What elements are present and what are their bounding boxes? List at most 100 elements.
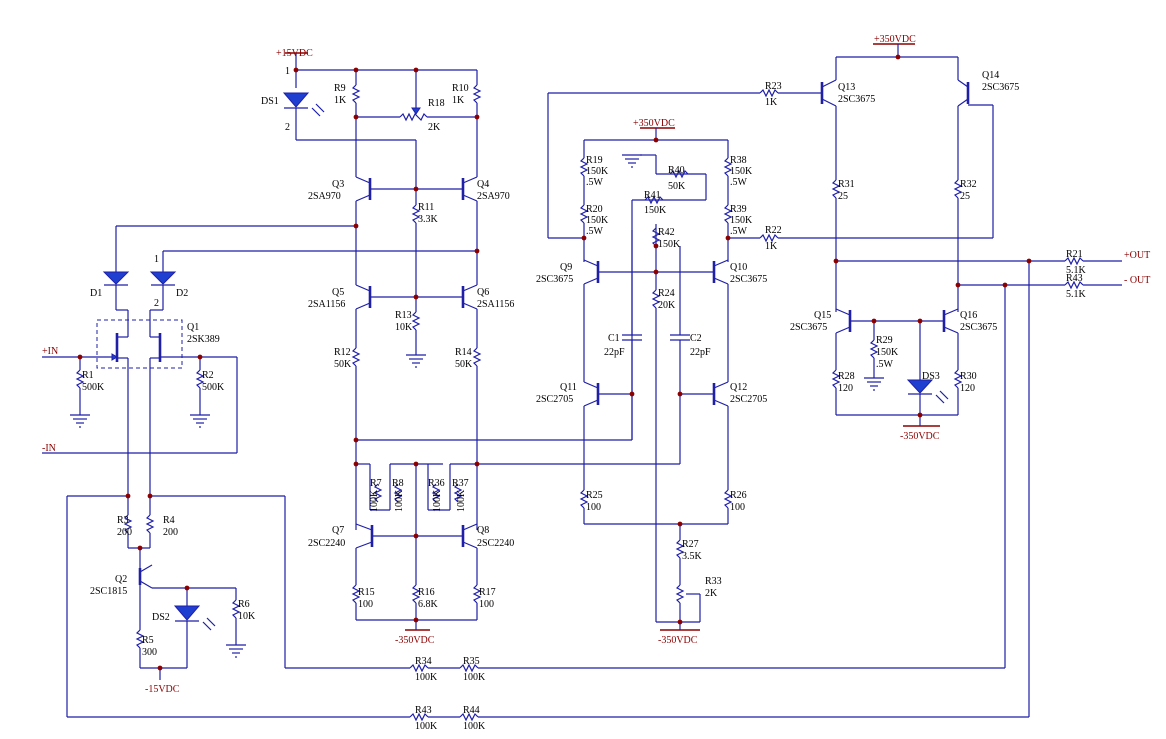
part-label: 100K xyxy=(369,489,380,512)
part-label: 150K xyxy=(876,347,899,358)
part-label: R43 xyxy=(415,705,432,716)
part-label: R35 xyxy=(463,656,480,667)
part-label: 20K xyxy=(658,300,676,311)
pin-label: 2 xyxy=(285,122,290,133)
part-label: Q9 xyxy=(560,262,572,273)
led-ds3-icon xyxy=(906,379,949,404)
part-label: 2SC2705 xyxy=(536,394,573,405)
rail-label: -15VDC xyxy=(145,684,180,695)
part-label: R11 xyxy=(418,202,434,213)
pin-label: 1 xyxy=(285,66,290,77)
second-stage xyxy=(282,52,680,631)
part-label: Q5 xyxy=(332,287,344,298)
rail-label: -350VDC xyxy=(658,635,698,646)
part-label: R12 xyxy=(334,347,351,358)
part-label: 150K xyxy=(644,205,667,216)
ground-icon xyxy=(226,644,246,658)
rail-label: +350VDC xyxy=(874,34,916,45)
part-label: C1 xyxy=(608,333,620,344)
part-label: 50K xyxy=(668,181,686,192)
part-label: 1K xyxy=(765,241,778,252)
part-label: 1K xyxy=(452,95,465,106)
part-label: 5.1K xyxy=(1066,289,1087,300)
part-label: 5.1K xyxy=(1066,265,1087,276)
part-label: DS2 xyxy=(152,612,170,623)
part-label: R10 xyxy=(452,83,469,94)
part-label: 100K xyxy=(394,489,405,512)
part-label: R14 xyxy=(455,347,472,358)
part-label: 300 xyxy=(142,647,157,658)
rail-label: +15VDC xyxy=(276,48,313,59)
part-label: 100K xyxy=(463,672,486,683)
part-label: 50K xyxy=(334,359,352,370)
part-label: R7 xyxy=(370,478,382,489)
ground-icon xyxy=(622,154,642,168)
part-label: .5W xyxy=(586,226,604,237)
pin-label: 1 xyxy=(154,254,159,265)
part-label: DS3 xyxy=(922,371,940,382)
labels: +15VDC -15VDC +350VDC +350VDC -350VDC -3… xyxy=(42,34,1150,732)
part-label: 100 xyxy=(586,502,601,513)
rail-label: -350VDC xyxy=(395,635,435,646)
part-label: 2SC3675 xyxy=(960,322,997,333)
part-label: R6 xyxy=(238,599,250,610)
part-label: 25 xyxy=(960,191,970,202)
part-label: R29 xyxy=(876,335,893,346)
part-label: 100 xyxy=(730,502,745,513)
vas-stage xyxy=(547,88,994,631)
led-ds1-icon xyxy=(282,92,325,117)
part-label: DS1 xyxy=(261,96,279,107)
part-label: Q10 xyxy=(730,262,747,273)
part-label: 150K xyxy=(586,166,609,177)
part-label: Q15 xyxy=(814,310,831,321)
part-label: R44 xyxy=(463,705,480,716)
part-label: R42 xyxy=(658,227,675,238)
part-label: 10K xyxy=(238,611,256,622)
part-label: 2SK389 xyxy=(187,334,220,345)
part-label: Q16 xyxy=(960,310,977,321)
part-label: 500K xyxy=(82,382,105,393)
part-label: Q14 xyxy=(982,70,999,81)
part-label: 100 xyxy=(479,599,494,610)
part-label: 120 xyxy=(960,383,975,394)
part-label: 2K xyxy=(705,588,718,599)
part-label: R21 xyxy=(1066,249,1083,260)
part-label: .5W xyxy=(586,177,604,188)
part-label: Q12 xyxy=(730,382,747,393)
part-label: Q8 xyxy=(477,525,489,536)
io-label: - OUT xyxy=(1124,275,1150,286)
part-label: Q13 xyxy=(838,82,855,93)
part-label: 2SC3675 xyxy=(730,274,767,285)
part-label: 150K xyxy=(658,239,681,250)
part-label: R19 xyxy=(586,155,603,166)
part-label: 1K xyxy=(765,97,778,108)
part-label: R17 xyxy=(479,587,496,598)
part-label: R15 xyxy=(358,587,375,598)
part-label: .5W xyxy=(876,359,894,370)
led-ds2-icon xyxy=(173,605,216,631)
part-label: 50K xyxy=(455,359,473,370)
part-label: R25 xyxy=(586,490,603,501)
q1-package xyxy=(96,319,183,369)
part-label: 100 xyxy=(358,599,373,610)
rail-label: -350VDC xyxy=(900,431,940,442)
ground-icon xyxy=(406,354,426,368)
part-label: C2 xyxy=(690,333,702,344)
part-label: 22pF xyxy=(604,347,625,358)
part-label: R32 xyxy=(960,179,977,190)
part-label: R36 xyxy=(428,478,445,489)
output-stage xyxy=(820,43,1122,717)
part-label: R22 xyxy=(765,225,782,236)
part-label: 1K xyxy=(334,95,347,106)
diode-d2-icon xyxy=(149,271,177,286)
part-label: Q6 xyxy=(477,287,489,298)
part-label: R33 xyxy=(705,576,722,587)
part-label: Q1 xyxy=(187,322,199,333)
part-label: R5 xyxy=(142,635,154,646)
diode-d1-icon xyxy=(102,271,130,286)
part-label: 2SC3675 xyxy=(790,322,827,333)
part-label: R27 xyxy=(682,539,699,550)
part-label: R24 xyxy=(658,288,675,299)
part-label: 2SC2240 xyxy=(308,538,345,549)
part-label: 2SC2705 xyxy=(730,394,767,405)
